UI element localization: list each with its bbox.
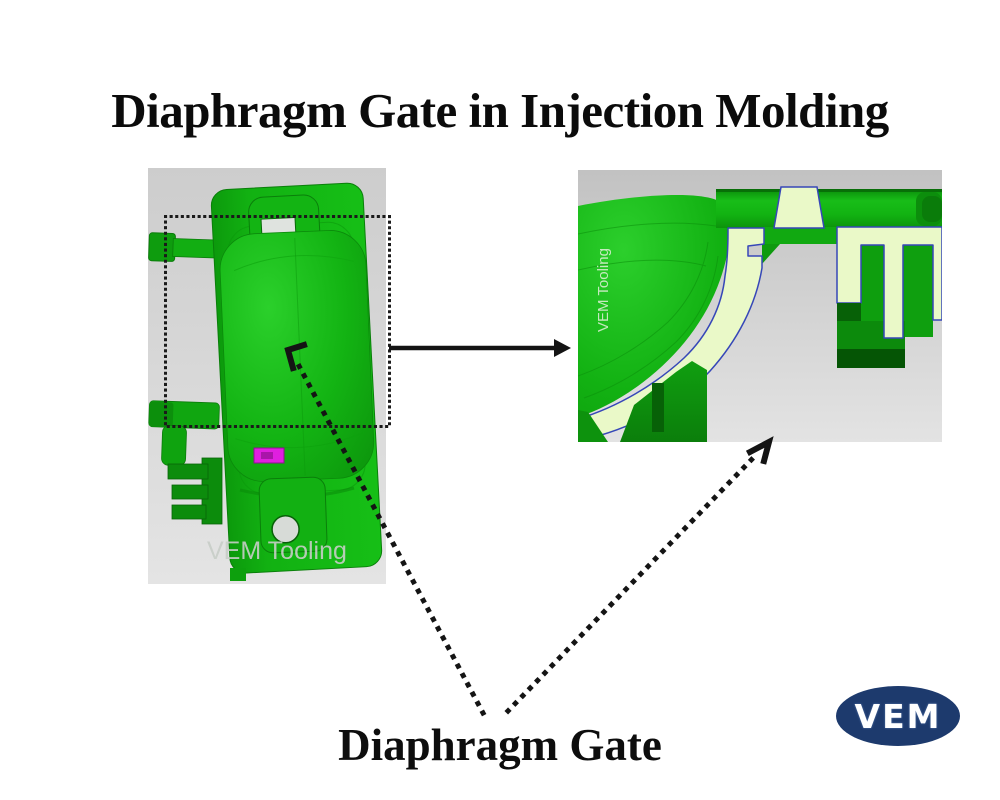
section-dome <box>578 195 731 417</box>
section-sprue-trapezoid <box>773 186 825 229</box>
vem-logo: VEM <box>836 686 960 746</box>
part-foot <box>230 568 246 581</box>
cross-section-view: VEM Tooling <box>577 170 943 442</box>
part-3d-view: VEM Tooling <box>148 168 386 584</box>
part-comb-ribs <box>167 457 223 525</box>
part-3d-view-panel: VEM Tooling <box>148 168 386 584</box>
pointer-arrow-right <box>504 436 774 715</box>
gate-caption: Diaphragm Gate <box>338 720 662 770</box>
section-bar-lip <box>762 227 837 244</box>
section-runner-bar <box>716 189 942 228</box>
section-dome-contours <box>577 222 719 399</box>
page-title: Diaphragm Gate in Injection Molding <box>111 83 889 138</box>
watermark-text: VEM Tooling <box>207 537 347 565</box>
gate-marker <box>253 447 285 464</box>
part-body-bulge <box>219 230 375 482</box>
cross-section-panel: VEM Tooling <box>577 170 943 442</box>
vem-logo-text: VEM <box>854 696 942 736</box>
section-left-wedge <box>578 410 608 442</box>
zoom-arrow <box>389 339 571 357</box>
watermark-text: VEM Tooling <box>595 248 612 332</box>
